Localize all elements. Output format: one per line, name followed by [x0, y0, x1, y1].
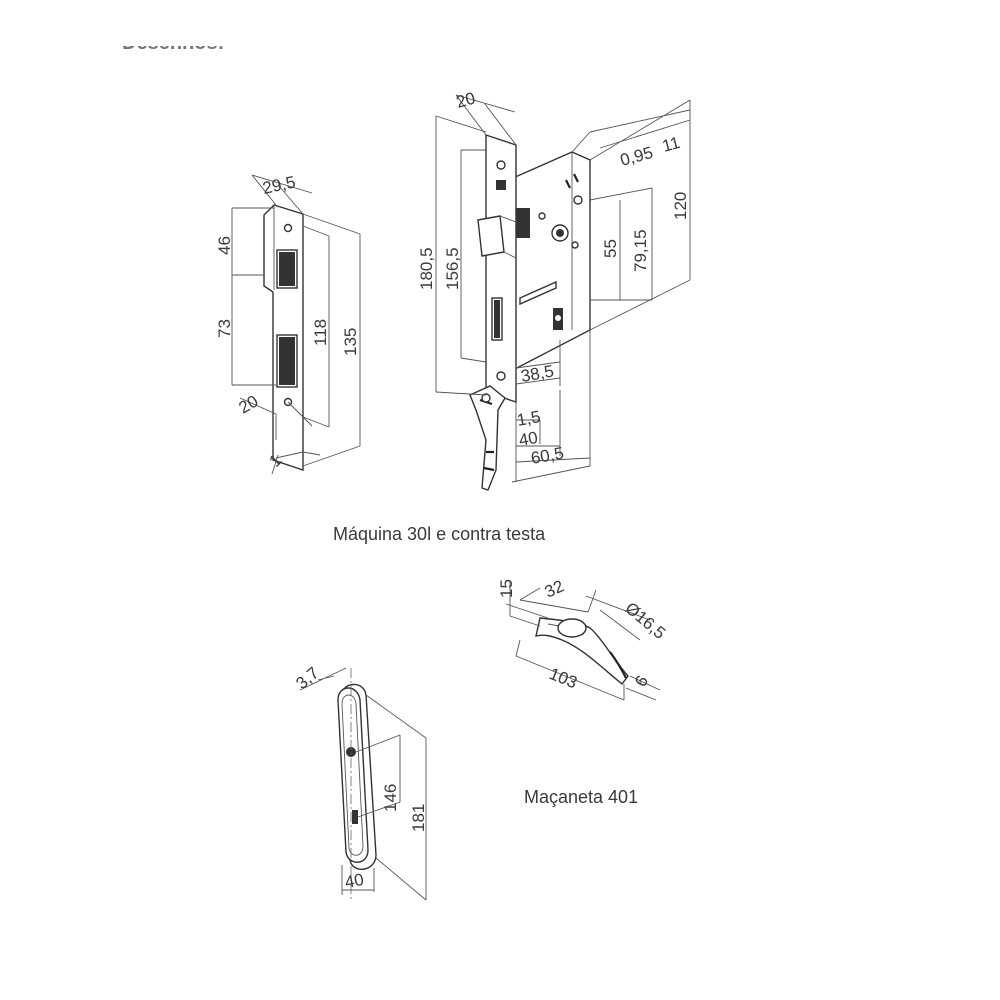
dim-lock-15: 1,5: [515, 407, 542, 430]
case-screw-top: [573, 195, 583, 205]
dim-strike-width: 29,5: [261, 172, 297, 197]
keyhole: [352, 810, 358, 824]
faceplate-screw-top: [496, 160, 506, 170]
dim-lock-40: 40: [517, 428, 539, 450]
latch-bolt: [477, 215, 505, 257]
lever-rose: [557, 618, 587, 638]
dim-plate-37: 3,7: [292, 663, 322, 693]
strike-screw-hole-top: [283, 223, 293, 233]
case-rivet-2: [571, 241, 579, 249]
dim-lock-095: 0,95: [618, 143, 655, 170]
dim-handle-32: 32: [542, 576, 567, 601]
strike-plate: [263, 204, 304, 471]
dim-lock-7915: 79,15: [631, 229, 650, 272]
deadbolt-fill: [494, 300, 500, 338]
escutcheon-plate: [337, 683, 377, 870]
plate-dimensions: [299, 667, 427, 901]
lock-dimensions: [435, 94, 691, 483]
caption-lock: Máquina 30l e contra testa: [333, 524, 546, 544]
handle-dimensions: [505, 582, 661, 701]
case-rivet-1: [538, 212, 546, 220]
dim-handle-103: 103: [547, 664, 580, 692]
spindle-hole: [346, 747, 356, 757]
lock-faceplate: [485, 134, 517, 403]
faceplate-mark: [496, 180, 506, 190]
key-ring-hole: [481, 393, 491, 403]
dim-lock-11: 11: [660, 133, 682, 156]
dim-plate-40: 40: [343, 870, 365, 892]
strike-slot-upper-fill: [279, 252, 295, 286]
key: [469, 385, 506, 491]
header-mask: [110, 28, 290, 46]
dim-handle-15: 15: [497, 579, 516, 598]
strike-slot-lower-fill: [279, 337, 295, 385]
dim-plate-181: 181: [409, 804, 428, 832]
dim-lock-385: 38,5: [519, 361, 555, 385]
strike-dimensions: [231, 174, 361, 475]
dim-strike-46: 46: [215, 236, 234, 255]
dim-lock-55: 55: [601, 239, 620, 258]
dim-strike-135: 135: [341, 328, 360, 356]
dim-strike-73: 73: [215, 319, 234, 338]
dim-strike-118: 118: [311, 319, 330, 346]
faceplate-screw-bottom: [496, 371, 506, 381]
lever-handle: [535, 617, 629, 686]
dim-lock-1805: 180,5: [417, 247, 436, 290]
spindle-square: [556, 229, 564, 237]
plate-front: [337, 687, 369, 863]
dim-handle-6: 6: [631, 672, 652, 690]
lock-case: [512, 151, 591, 372]
latch-internal: [516, 208, 530, 238]
dim-strike-20: 20: [236, 392, 262, 418]
dim-lock-1565: 156,5: [443, 247, 462, 290]
case-slot: [519, 280, 557, 306]
dim-lock-120: 120: [671, 192, 690, 220]
dim-lock-20: 20: [454, 89, 477, 112]
dim-handle-diameter: Ø16,5: [621, 599, 669, 643]
dim-plate-146: 146: [381, 784, 400, 812]
caption-handle: Maçaneta 401: [524, 787, 638, 807]
